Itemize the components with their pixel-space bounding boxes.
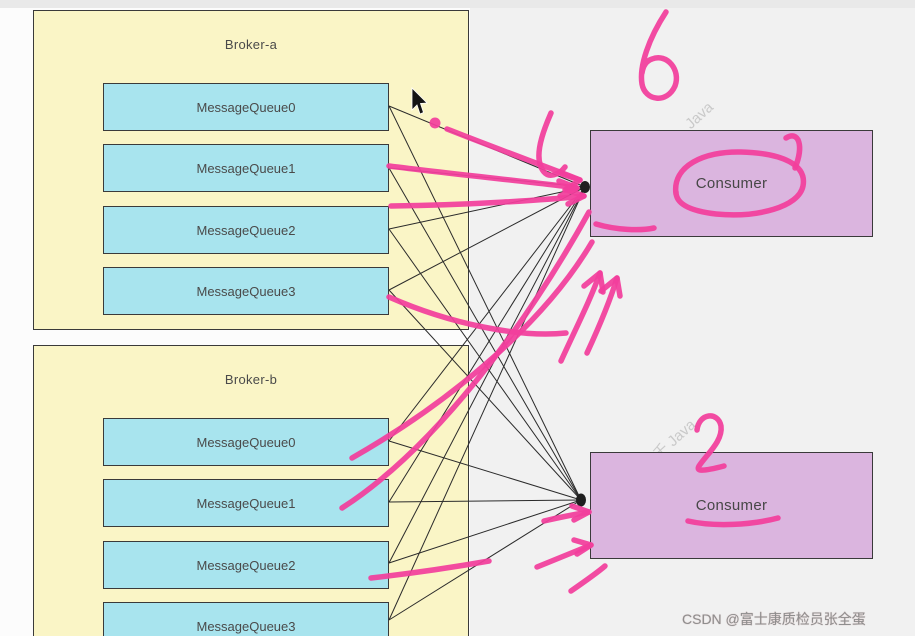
broker-b-box: Broker-b MessageQueue0 MessageQueue1 Mes… — [33, 345, 469, 636]
queue-label: MessageQueue2 — [196, 557, 296, 573]
broker-a-message-queue-2: MessageQueue2 — [103, 206, 389, 254]
broker-a-message-queue-3: MessageQueue3 — [103, 267, 389, 315]
watermark-csdn: CSDN @富士康质检员张全蛋 — [682, 611, 866, 627]
broker-a-message-queue-0: MessageQueue0 — [103, 83, 389, 131]
queue-label: MessageQueue3 — [196, 283, 296, 299]
queue-label: MessageQueue2 — [196, 222, 296, 238]
top-edge-bar — [0, 0, 915, 8]
consumer-1-label: Consumer — [695, 175, 768, 192]
consumer-2-label: Consumer — [695, 497, 768, 514]
broker-b-message-queue-2: MessageQueue2 — [103, 541, 389, 589]
broker-b-message-queue-0: MessageQueue0 — [103, 418, 389, 466]
consumer-2-box: Consumer — [590, 452, 873, 559]
broker-a-title: Broker-a — [224, 37, 278, 52]
broker-b-message-queue-3: MessageQueue3 — [103, 602, 389, 636]
queue-label: MessageQueue1 — [196, 160, 296, 176]
queue-label: MessageQueue1 — [196, 495, 296, 511]
queue-label: MessageQueue0 — [196, 99, 296, 115]
consumer-1-box: Consumer — [590, 130, 873, 237]
broker-b-message-queue-1: MessageQueue1 — [103, 479, 389, 527]
broker-a-box: Broker-a MessageQueue0 MessageQueue1 Mes… — [33, 10, 469, 330]
queue-label: MessageQueue0 — [196, 434, 296, 450]
broker-a-message-queue-1: MessageQueue1 — [103, 144, 389, 192]
broker-b-title: Broker-b — [224, 372, 278, 387]
queue-label: MessageQueue3 — [196, 618, 296, 634]
